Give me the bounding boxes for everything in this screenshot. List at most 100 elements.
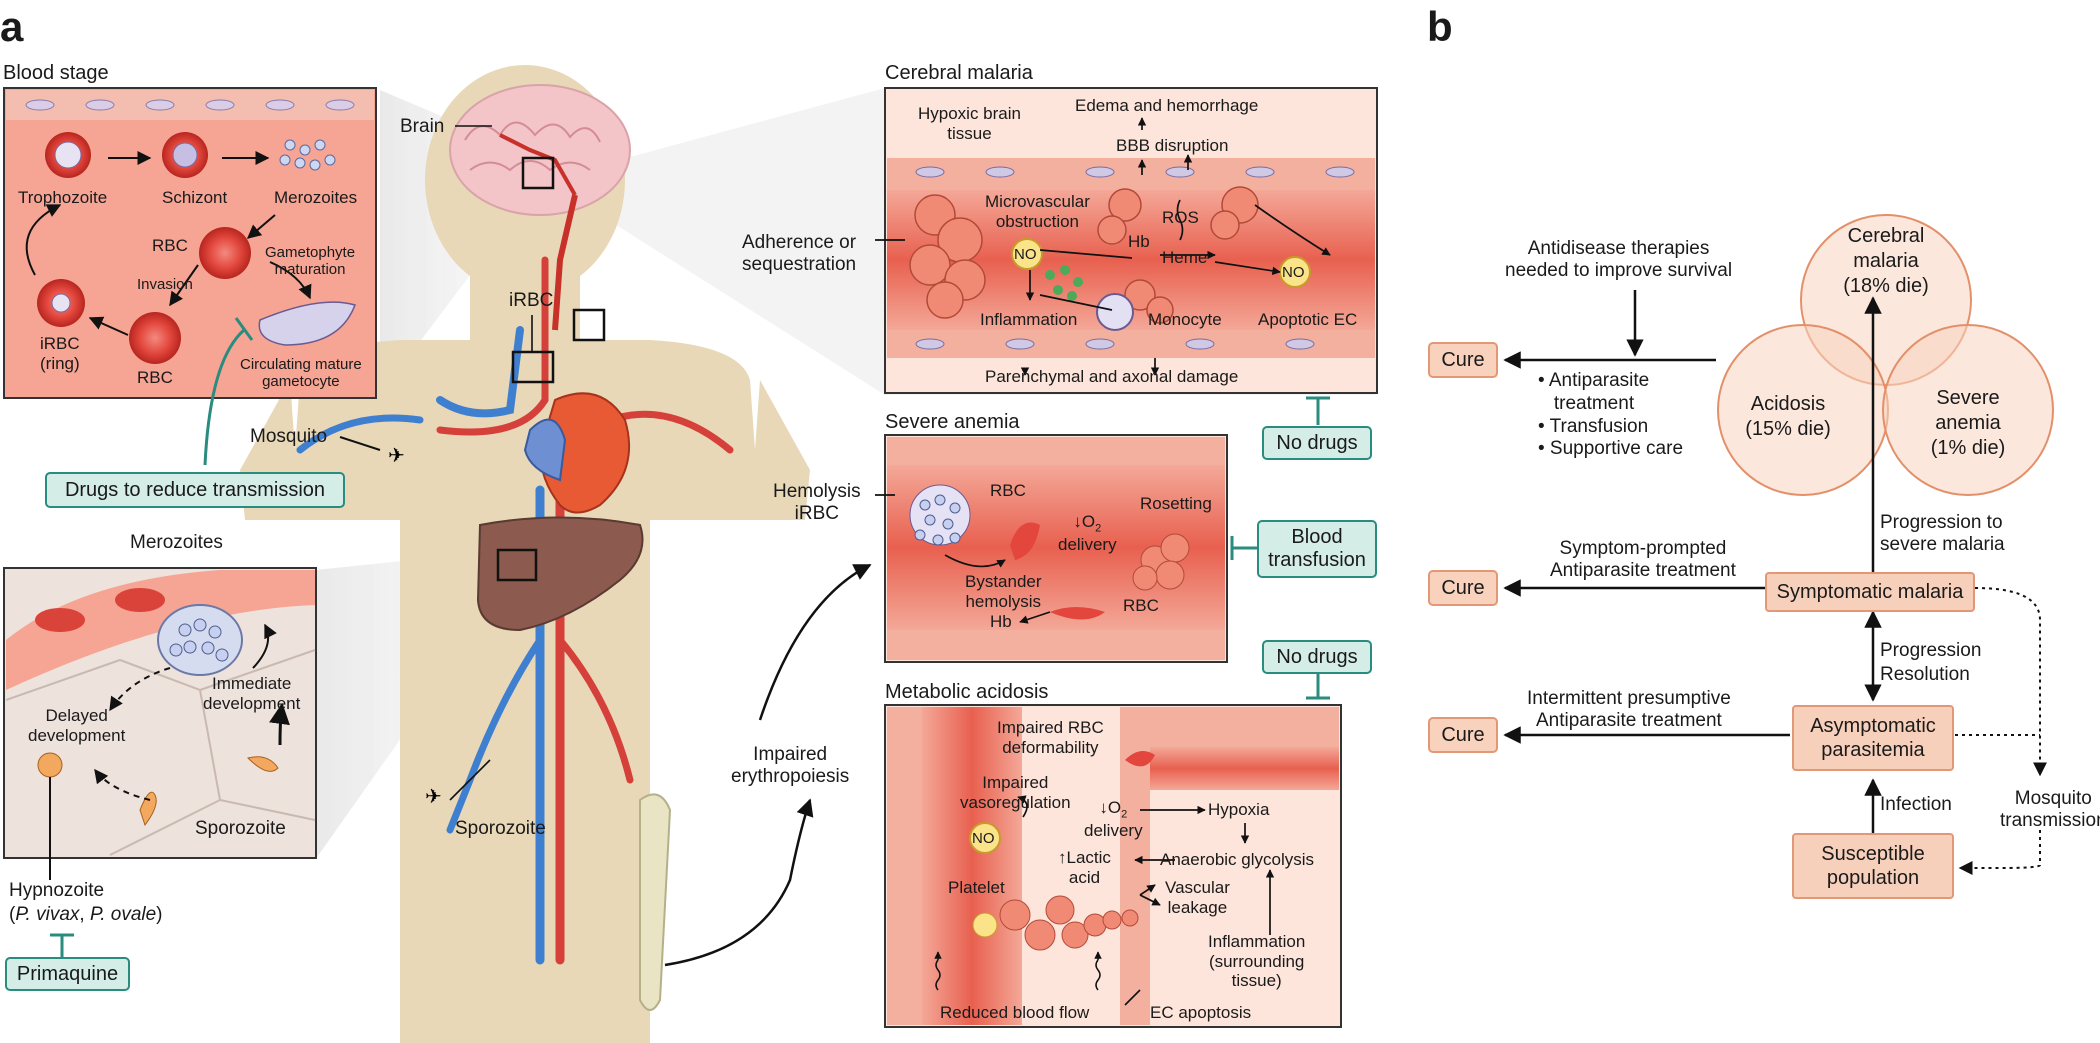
progression-label: Progression [1880,640,1982,661]
impaired-rbc-label: Impaired RBC deformability [997,718,1104,757]
blood-stage-title: Blood stage [3,62,109,84]
treatment-bullets: • Antiparasite treatment• Transfusion• S… [1538,370,1684,460]
symptomatic-malaria-box: Symptomatic malaria [1765,572,1975,612]
liver-stage-box [3,567,317,880]
cure-box-1: Cure [1428,342,1498,378]
no-label-acidosis: NO [972,830,995,847]
gametophyte-label: Gametophyte maturation [265,244,356,279]
adherence-label: Adherence or sequestration [742,232,857,275]
rbc-label-top: RBC [152,236,188,255]
transmission-dotted [1955,587,2047,875]
mosquito-icon-1: ✈ [388,445,405,467]
primaquine-box: Primaquine [5,957,130,991]
inflammation-label-acidosis: Inflammation (surrounding tissue) [1208,932,1306,991]
sporozoite-label-liver: Sporozoite [195,818,286,839]
microvascular-label: Microvascular obstruction [985,192,1090,231]
venn-diagram [1717,214,2054,496]
monocyte-label: Monocyte [1148,310,1222,329]
ros-label: ROS [1162,208,1199,227]
no-label-2: NO [1282,264,1305,281]
invasion-label: Invasion [137,276,193,293]
no-label-1: NO [1014,246,1037,263]
mosquito-label: Mosquito [250,426,328,447]
hb-label-cerebral: Hb [1128,232,1150,251]
no-drugs-box-2: No drugs [1262,640,1372,674]
venn-acidosis: Acidosis (15% die) [1745,393,1831,440]
panel-b-label: b [1427,3,1453,50]
rbc-label-anemia-2: RBC [1123,596,1159,615]
intermittent-label: Intermittent presumptive Antiparasite tr… [1527,688,1731,731]
hypoxic-label: Hypoxic brain tissue [918,104,1021,143]
impaired-erythropoiesis-label: Impaired erythropoiesis [731,744,850,787]
inhibition-anemia [1230,536,1258,560]
cure-box-2: Cure [1428,570,1498,606]
reduced-flow-label: Reduced blood flow [940,1003,1090,1022]
cerebral-box [875,87,1378,394]
asymptomatic-box: Asymptomatic parasitemia [1792,705,1954,771]
lactic-acid-label: ↑Lactic acid [1058,848,1111,887]
mosquito-transmission-label: Mosquito transmission [2000,788,2100,831]
merozoites-label-blood: Merozoites [274,188,358,207]
hypnozoite-species: (P. vivax, P. ovale) [9,904,163,925]
cure-box-3: Cure [1428,717,1498,753]
ec-apoptosis-label: EC apoptosis [1150,1003,1252,1022]
liver-graphic [476,516,644,632]
heart-graphic [523,392,631,514]
vascular-leakage-label: Vascular leakage [1165,878,1230,917]
cerebral-title: Cerebral malaria [885,62,1033,84]
bone-to-acidosis-arrow [664,798,814,967]
inflammation-label-cerebral: Inflammation [980,310,1078,329]
symptom-prompted-label: Symptom-prompted Antiparasite treatment [1550,538,1736,581]
zoom-squares [496,156,606,582]
anaerobic-label: Anaerobic glycolysis [1160,850,1315,869]
platelet-label: Platelet [948,878,1005,897]
erythropoiesis-to-anemia-arrow [758,563,872,721]
progression-severe-label: Progression to severe malaria [1880,512,2005,555]
sporozoite-leader [449,759,491,801]
edema-label: Edema and hemorrhage [1075,96,1259,115]
rosetting-label: Rosetting [1140,494,1212,513]
apoptotic-ec-label: Apoptotic EC [1258,310,1358,329]
anemia-box [875,434,1228,663]
resolution-label: Resolution [1880,664,1970,685]
inhibition-cerebral [1306,396,1330,425]
schizont-label: Schizont [162,188,228,207]
panel-a-label: a [0,3,24,50]
vasoregulation-label: Impaired vasoregulation [960,773,1071,812]
hemolysis-label: Hemolysis iRBC [773,481,861,524]
hb-label-anemia: Hb [990,612,1012,631]
antidisease-label: Antidisease therapies needed to improve … [1505,238,1733,281]
merozoites-label-liver: Merozoites [130,532,223,553]
inhibition-acidosis [1306,672,1330,700]
sporozoite-label-body: Sporozoite [455,818,546,839]
susceptible-population-box: Susceptible population [1792,833,1954,899]
inhibition-transmission [203,317,254,466]
brain-graphic [449,84,631,331]
irbc-label: iRBC [509,290,554,311]
bone-graphic [639,793,672,1011]
gametocyte-label: Circulating mature gametocyte [240,356,362,391]
irbc-ring-label: iRBC (ring) [40,334,80,373]
blood-stage-box [3,87,377,399]
mosquito-leader [339,436,381,451]
hypnozoite-label: Hypnozoite [9,880,105,901]
venn-cerebral: Cerebral malaria (18% die) [1843,225,1929,297]
acidosis-box [884,704,1342,1028]
drugs-reduce-transmission-box: Drugs to reduce transmission [45,472,345,508]
parenchymal-label: Parenchymal and axonal damage [985,367,1239,386]
trophozoite-label: Trophozoite [18,188,108,207]
blood-transfusion-box: Blood transfusion [1257,520,1377,578]
bystander-label: Bystander hemolysis [965,572,1042,611]
anemia-title: Severe anemia [885,411,1020,433]
venn-anemia: Severe anemia (1% die) [1930,387,2006,459]
immediate-development-label: Immediate development [203,674,301,713]
brain-label: Brain [400,116,445,137]
rbc-label-bottom: RBC [137,368,173,387]
rbc-label-anemia-1: RBC [990,481,1026,500]
inhibition-primaquine [50,933,74,958]
infection-label: Infection [1880,794,1952,815]
bbb-label: BBB disruption [1116,136,1229,155]
